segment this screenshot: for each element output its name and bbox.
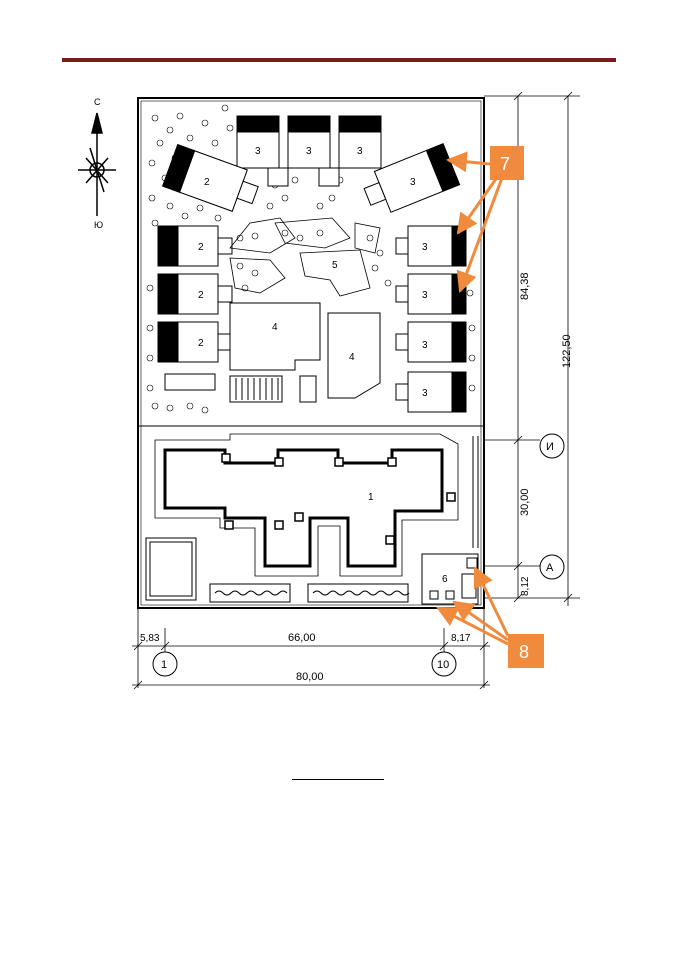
left-column-buildings xyxy=(157,225,233,391)
building-3-label: 3 xyxy=(422,290,428,301)
axis-bubbles-right xyxy=(539,433,565,580)
callout-8-arrows xyxy=(436,566,510,646)
callout-7-label: 7 xyxy=(500,154,510,174)
north-arrow-icon xyxy=(78,112,116,216)
building-2-label: 2 xyxy=(198,290,204,301)
dim-left-offset: 5,83 xyxy=(140,633,160,644)
right-column-buildings xyxy=(395,225,467,413)
header-rule xyxy=(62,58,616,62)
building-1-label: 1 xyxy=(368,492,374,503)
building-3-label: 3 xyxy=(410,177,416,188)
central-paths xyxy=(229,217,381,297)
callout-8-label: 8 xyxy=(519,642,529,662)
building-3-label: 3 xyxy=(422,388,428,399)
compass-south-label: Ю xyxy=(94,220,103,230)
axis-1-label: 1 xyxy=(161,659,167,671)
dim-inner-width: 66,00 xyxy=(288,632,316,644)
tree-zones xyxy=(146,104,476,414)
building-4-label: 4 xyxy=(272,322,278,333)
building-3-label: 3 xyxy=(255,146,261,157)
building-6-label: 6 xyxy=(442,574,448,585)
buildings-4 xyxy=(229,302,381,399)
site-plan: С Ю 3 3 3 xyxy=(70,88,630,706)
building-2-label: 2 xyxy=(204,177,210,188)
site-boundary xyxy=(137,97,485,609)
compass-north-label: С xyxy=(94,97,101,107)
site-boundary-inner xyxy=(140,100,482,606)
building-3-label: 3 xyxy=(422,242,428,253)
bottom-dimensions xyxy=(132,608,490,690)
building-4-label: 4 xyxy=(349,352,355,363)
building-3-label: 3 xyxy=(357,146,363,157)
top-row-buildings xyxy=(236,115,382,187)
callout-8-box xyxy=(508,634,544,668)
callout-7-arrows xyxy=(445,151,504,293)
building-2-rotated xyxy=(162,144,259,212)
bottom-elements xyxy=(145,436,479,605)
building-2-label: 2 xyxy=(198,242,204,253)
building-3-label: 3 xyxy=(306,146,312,157)
playground-icon xyxy=(229,375,317,403)
dim-total-height: 122,50 xyxy=(561,334,573,368)
building-5-label: 5 xyxy=(332,260,338,271)
dim-right-offset: 8,17 xyxy=(451,633,471,644)
main-building-1 xyxy=(154,433,459,577)
dim-lower-height: 8,12 xyxy=(520,576,531,596)
dim-middle-height: 30,00 xyxy=(519,488,531,516)
axis-a-label: А xyxy=(546,562,554,574)
axis-i-label: И xyxy=(546,441,554,453)
building-3-label: 3 xyxy=(422,340,428,351)
building-2-label: 2 xyxy=(198,338,204,349)
footnote-rule xyxy=(292,779,384,780)
dim-upper-height: 84,38 xyxy=(519,272,531,300)
axis-10-label: 10 xyxy=(437,659,449,671)
axis-bubbles-bottom xyxy=(152,651,457,677)
callout-7-box xyxy=(490,146,524,180)
building-3-rotated xyxy=(363,143,461,213)
dim-total-width: 80,00 xyxy=(296,671,324,683)
